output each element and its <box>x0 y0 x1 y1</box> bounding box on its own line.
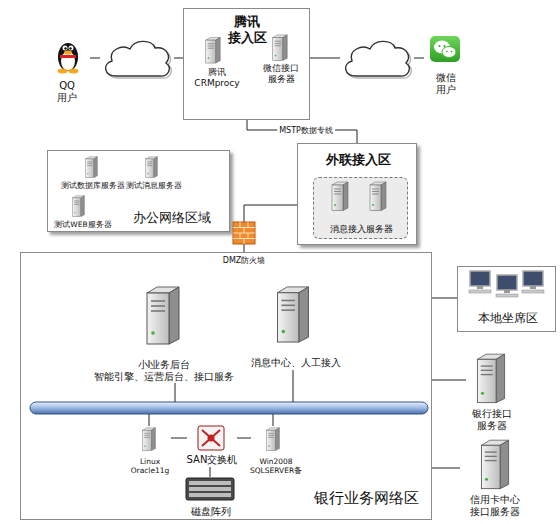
node-label: Linux Oracle11g <box>123 457 177 475</box>
server-icon <box>206 37 220 63</box>
server-icon <box>86 157 98 178</box>
internet-cloud-shape <box>106 41 172 78</box>
server-node: 测试WEB服务器 <box>51 194 115 230</box>
node-label: 银行业务网络区 <box>301 489 431 507</box>
user-icon: QQ 用户 <box>44 36 90 104</box>
cloud-node: 互联网 <box>100 36 174 80</box>
node-label: 磁盘阵列 <box>181 506 241 518</box>
node-label: 信用卡中心 接口服务器 <box>460 494 530 518</box>
node-label: 小I业务后台 智能引擎、运营后台、接口服务 <box>89 359 239 383</box>
connector-line <box>210 467 211 477</box>
server-node: 测试数据库服务器 <box>53 155 133 191</box>
connector-line <box>171 438 187 439</box>
server-icon <box>273 35 287 61</box>
server-icon <box>332 182 348 211</box>
connector-line <box>414 58 424 59</box>
server-icon <box>73 196 85 217</box>
server-node: 银行接口 服务器 <box>466 350 518 436</box>
connector-line <box>174 58 183 59</box>
connector-line <box>432 468 460 469</box>
database-node: Win2008 SQLSERVER备 <box>251 425 301 477</box>
node-label: 腾讯 CRMprocy <box>189 67 245 89</box>
zone-box: 外联接入区消息接入服务器 <box>297 143 417 245</box>
server-node: 小I业务后台 智能引擎、运营后台、接口服务 <box>89 283 239 383</box>
node-label: 本地坐席区 <box>458 311 557 325</box>
node-label: 微信 用户 <box>431 72 461 96</box>
node-label: 微信接口 服务器 <box>253 63 309 85</box>
server-node: 微信接口 服务器 <box>253 33 309 91</box>
connector-line <box>247 120 357 143</box>
network-bus <box>30 402 428 414</box>
qq-penguin-icon <box>58 43 79 74</box>
node-label: 测试消息服务器 <box>119 181 189 190</box>
node-label: DMZ防火墙 <box>213 256 275 266</box>
cloud-node: 互联网 <box>340 36 414 80</box>
node-label: 消息中心、人工接入 <box>241 357 351 369</box>
connector-line <box>90 58 100 59</box>
server-node: 消息中心、人工接入 <box>241 283 351 369</box>
user-icon: 微信 用户 <box>424 32 468 98</box>
node-label: 银行接口 服务器 <box>466 408 518 432</box>
server-icon <box>481 440 508 488</box>
server-icon <box>143 428 156 451</box>
server-group: 消息接入服务器 <box>313 177 408 239</box>
node-label: 互联网 <box>100 49 174 68</box>
server-node: 信用卡中心 接口服务器 <box>460 436 530 520</box>
firewall-icon <box>233 222 255 244</box>
firewall-node: DMZ防火墙 <box>233 222 255 244</box>
server-icon <box>146 157 158 178</box>
node-label: 消息接入服务器 <box>314 224 409 235</box>
zone-box: 本地坐席区 <box>457 266 556 332</box>
connector-line <box>432 298 457 299</box>
bus-link-line <box>149 370 293 426</box>
server-node: 测试消息服务器 <box>119 155 189 191</box>
database-node: Linux Oracle11g <box>129 425 171 479</box>
node-label: 办公网络区域 <box>116 210 228 226</box>
zone-box: 办公网络区域 测试数据库服务器测试消息服务器测试WEB服务器 <box>47 150 230 232</box>
computer-icon <box>469 271 544 297</box>
server-icon <box>370 182 386 211</box>
node-label: QQ 用户 <box>52 80 82 104</box>
disk-array-icon <box>186 478 234 500</box>
connector-line <box>237 438 251 439</box>
zone-box: 银行业务网络区 小I业务后台 智能引擎、运营后台、接口服务消息中心、人工接入 Lin… <box>20 252 432 520</box>
connector-line <box>244 205 297 222</box>
node-label: SAN交换机 <box>183 454 241 466</box>
internet-cloud-shape <box>346 41 412 78</box>
zone-box: 腾讯 接入区腾讯 CRMprocy 微信接口 服务器 <box>183 8 310 120</box>
server-icon <box>267 428 280 451</box>
server-node: 腾讯 CRMprocy <box>189 33 245 91</box>
server-icon <box>278 287 309 342</box>
node-label: 测试WEB服务器 <box>51 220 115 229</box>
san-switch-icon <box>198 426 224 450</box>
switch-node: SAN交换机 <box>187 425 237 467</box>
node-label: 腾讯 接入区 <box>221 14 273 45</box>
connector-line <box>310 58 340 59</box>
server-icon <box>147 287 179 344</box>
connector-label: MSTP数据专线 <box>277 125 335 136</box>
node-label: 测试数据库服务器 <box>53 181 133 190</box>
connector-line <box>244 244 245 252</box>
node-label: 互联网 <box>340 49 414 68</box>
wechat-icon <box>430 36 460 62</box>
storage-node: 磁盘阵列 <box>181 477 241 521</box>
connector-line <box>432 380 466 381</box>
node-label: Win2008 SQLSERVER备 <box>243 457 309 475</box>
node-label: 外联接入区 <box>298 152 418 168</box>
server-icon <box>477 354 504 402</box>
